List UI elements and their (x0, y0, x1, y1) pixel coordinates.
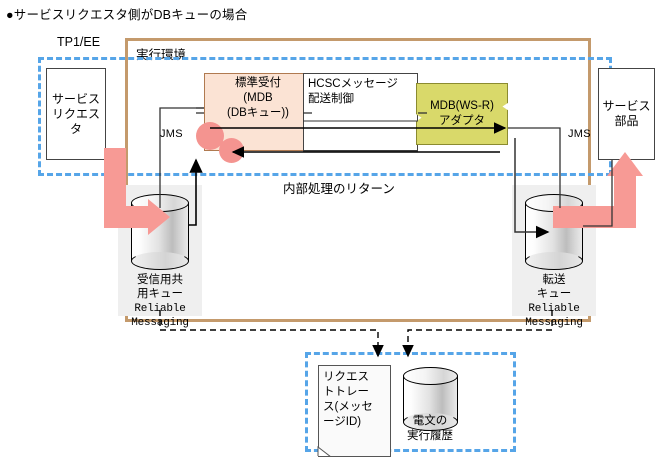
message-history-cylinder (403, 367, 458, 431)
message-history-label: 電文の 実行履歴 (390, 414, 470, 444)
message-history-line2: 実行履歴 (407, 430, 453, 442)
mdb-adapter-line2: アダプタ (439, 115, 485, 127)
standard-reception-line3: (DBキュー)) (227, 107, 289, 119)
receive-queue-label-line2: 用キュー (137, 288, 183, 300)
message-history-line1: 電文の (412, 415, 448, 427)
standard-reception-line1: 標準受付 (235, 77, 281, 89)
request-trace-line1: リクエス (323, 371, 369, 383)
service-requester-box: サービスリクエスタ (46, 68, 106, 160)
transfer-queue-label-line1: 転送 (542, 274, 566, 286)
receive-queue-messaging-label: Messaging (131, 317, 189, 329)
pink-arrow-left-vertical (104, 148, 126, 222)
jms-label-right: JMS (568, 128, 591, 140)
jms-label-left: JMS (160, 128, 183, 140)
transfer-queue-messaging-label: Messaging (525, 317, 583, 329)
hcsc-line1: HCSCメッセージ (308, 78, 398, 90)
cylinder-top (403, 367, 458, 385)
request-trace-document: リクエス トトレー ス(メッセ ージID) (318, 365, 391, 457)
pink-arrow-left-horizontal (104, 206, 152, 228)
pink-arrow-right-head (607, 152, 643, 176)
standard-reception-line2: (MDB (243, 92, 273, 104)
service-requester-label: サービスリクエスタ (51, 91, 100, 136)
service-component-label: サービス部品 (602, 99, 651, 128)
tp1-ee-label: TP1/EE (57, 35, 101, 49)
transfer-queue-reliable-label: Reliable (528, 303, 580, 315)
hcsc-line2: 配送制御 (308, 93, 354, 105)
mdb-marker-circle-2 (219, 138, 244, 163)
cylinder-bottom (131, 252, 189, 270)
receive-queue-label-line1: 受信用共 (137, 274, 183, 286)
transfer-queue-label-line2: キュー (536, 288, 572, 300)
request-trace-line3: ス(メッセ (323, 401, 373, 413)
cylinder-bottom (403, 413, 458, 431)
hcsc-message-delivery-control-box: HCSCメッセージ 配送制御 (303, 73, 418, 151)
pink-arrow-right-vertical (614, 176, 636, 228)
mdb-adapter-line1: MDB(WS-R) (430, 100, 494, 112)
cylinder-bottom (525, 252, 583, 270)
request-trace-line2: トトレー (323, 386, 369, 398)
mdb-wsr-adapter-box: MDB(WS-R) アダプタ (416, 83, 508, 145)
pink-arrow-left-head (148, 199, 170, 235)
receive-queue-reliable-label: Reliable (134, 303, 186, 315)
diagram-caption: ●サービスリクエスタ側がDBキューの場合 (6, 8, 248, 22)
internal-return-label: 内部処理のリターン (283, 182, 395, 196)
request-trace-line4: ージID) (323, 416, 362, 428)
service-component-box: サービス部品 (598, 68, 655, 160)
